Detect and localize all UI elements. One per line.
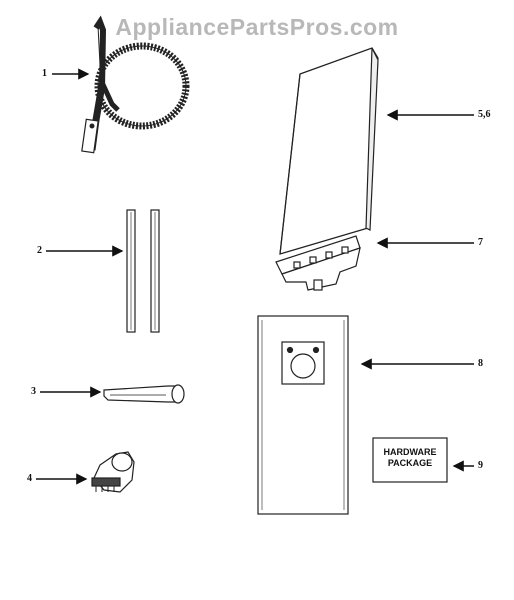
crevice-tool bbox=[103, 384, 185, 404]
hardware-label-line2: PACKAGE bbox=[387, 458, 433, 468]
hardware-label-line1: HARDWARE bbox=[383, 447, 437, 457]
outer-bag bbox=[279, 47, 379, 255]
callout-3: 3 bbox=[31, 386, 36, 397]
leader-lines bbox=[36, 68, 474, 485]
callout-7: 7 bbox=[478, 237, 483, 248]
callout-2: 2 bbox=[37, 245, 42, 256]
bag-collar bbox=[275, 235, 361, 291]
callout-8: 8 bbox=[478, 358, 483, 369]
paper-dust-bag bbox=[257, 315, 349, 515]
watermark: AppliancePartsPros.com bbox=[115, 14, 399, 40]
hose-assembly bbox=[81, 15, 190, 154]
hardware-package-box bbox=[372, 437, 448, 483]
callout-5-6: 5,6 bbox=[478, 109, 491, 120]
callout-9: 9 bbox=[478, 460, 483, 471]
dusting-brush bbox=[91, 451, 135, 493]
extension-wands bbox=[126, 209, 160, 333]
callout-1: 1 bbox=[42, 68, 47, 79]
hardware-package-label: HARDWARE PACKAGE bbox=[373, 447, 447, 469]
callout-4: 4 bbox=[27, 473, 32, 484]
